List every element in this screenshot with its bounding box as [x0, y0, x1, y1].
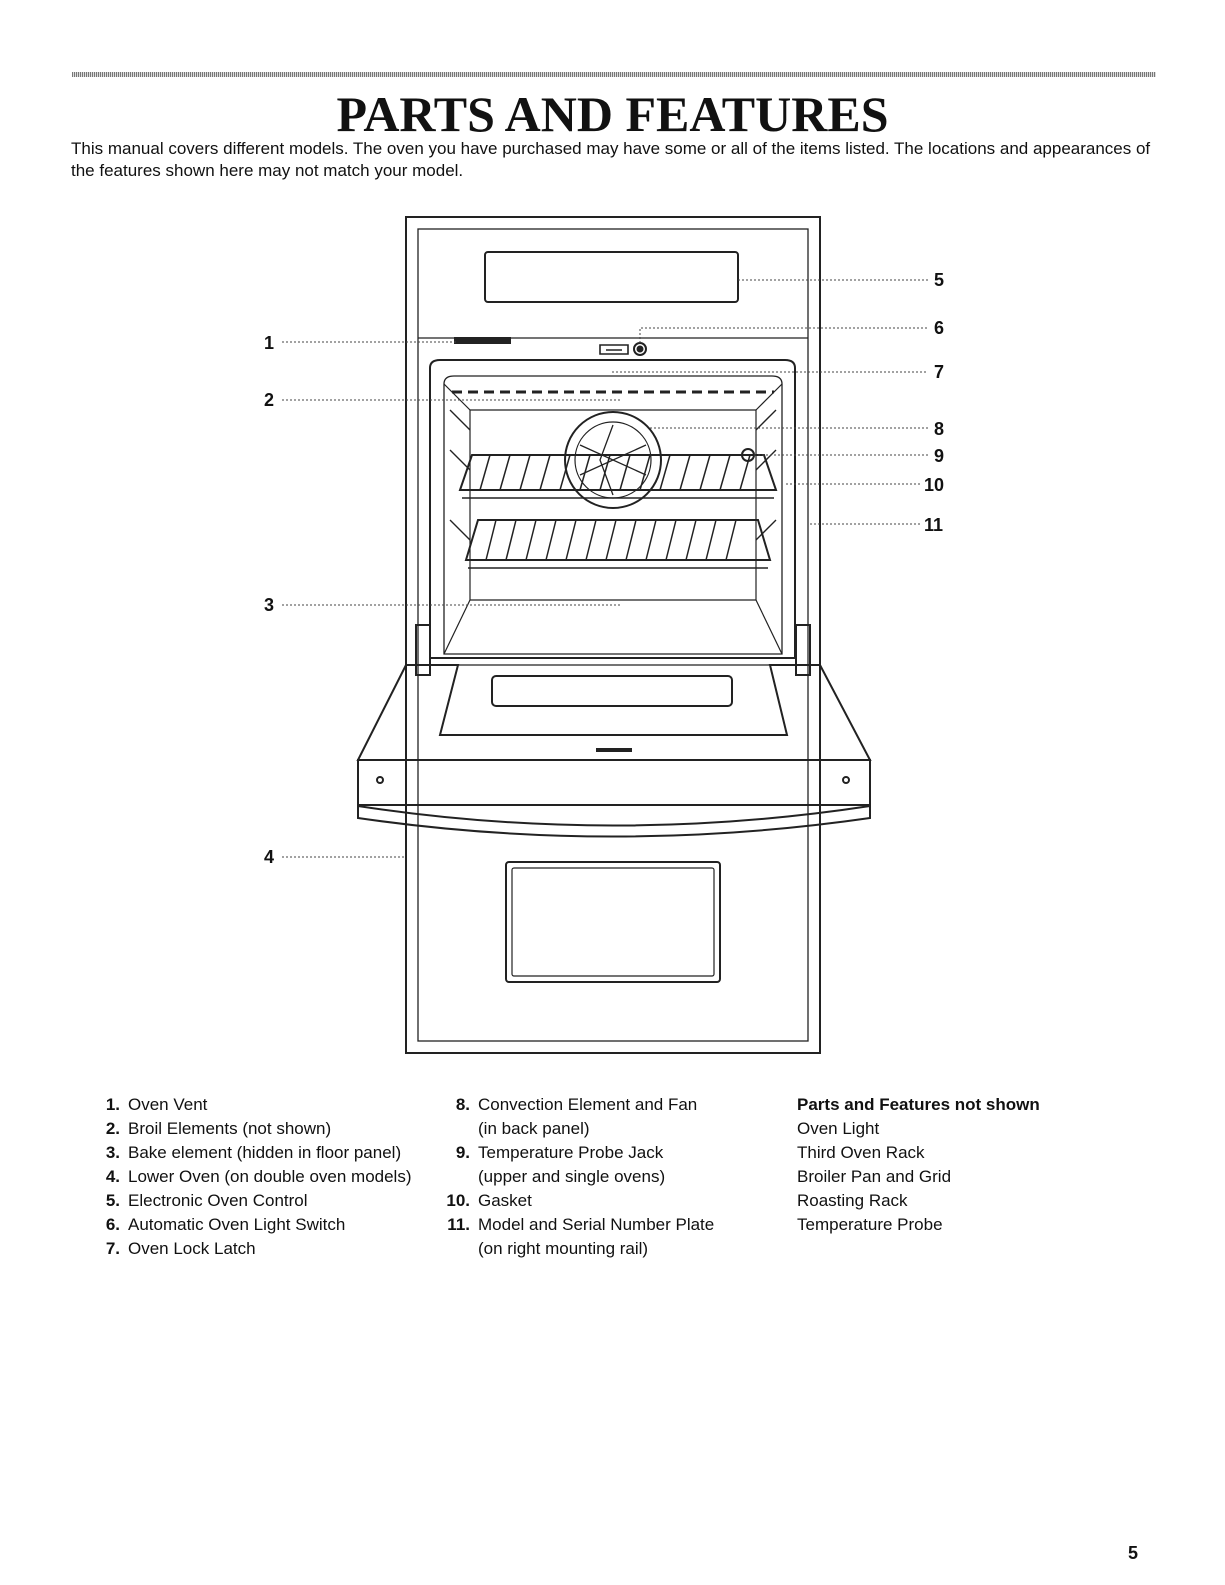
- page-title: PARTS AND FEATURES: [336, 86, 889, 142]
- callout-11: 11: [924, 515, 943, 535]
- list-item: 7.Oven Lock Latch: [105, 1239, 256, 1258]
- oven-diagram: 1 2 3 4 5 6 7 8 9 10 11: [264, 216, 944, 1054]
- mounting-rail-right: [795, 624, 811, 676]
- top-rule: [72, 72, 1156, 77]
- list-item: 10.Gasket: [446, 1191, 532, 1210]
- list-item: 1.Oven Vent: [105, 1095, 208, 1114]
- lower-oven-window: [505, 861, 721, 983]
- list-item: Roasting Rack: [797, 1191, 908, 1210]
- intro-text: This manual covers different models. The…: [71, 139, 1151, 180]
- list-item: Oven Light: [797, 1119, 880, 1138]
- list-item: 6.Automatic Oven Light Switch: [105, 1215, 346, 1234]
- callout-1: 1: [264, 333, 274, 353]
- door-window: [491, 675, 733, 707]
- not-shown-heading: Parts and Features not shown: [797, 1095, 1040, 1114]
- door-handle: [357, 804, 871, 838]
- list-item: 5.Electronic Oven Control: [105, 1191, 308, 1210]
- oven-cabinet: [405, 216, 821, 1054]
- open-door: [356, 664, 872, 761]
- list-item: Temperature Probe: [797, 1215, 943, 1234]
- page-number: 5: [1128, 1543, 1139, 1563]
- control-panel-display: [484, 251, 739, 303]
- callout-5: 5: [934, 270, 944, 290]
- lock-latch: [599, 344, 629, 355]
- list-item: 3.Bake element (hidden in floor panel): [105, 1143, 402, 1162]
- parts-list-column-1: 1.Oven Vent 2.Broil Elements (not shown)…: [80, 1093, 412, 1261]
- callout-4: 4: [264, 847, 274, 867]
- callout-9: 9: [934, 446, 944, 466]
- mounting-rail-left: [415, 624, 431, 676]
- oven-rack-upper: [458, 454, 778, 491]
- oven-vent: [454, 337, 511, 344]
- callout-6: 6: [934, 318, 944, 338]
- list-item: Broiler Pan and Grid: [797, 1167, 952, 1186]
- parts-list-column-2: 8.Convection Element and Fan(in back pan…: [430, 1093, 714, 1261]
- callout-7: 7: [934, 362, 944, 382]
- list-item: 11.Model and Serial Number Plate(on righ…: [447, 1215, 715, 1258]
- callout-10: 10: [924, 475, 944, 495]
- oven-rack-lower: [464, 519, 772, 561]
- rack-lower-bars: [468, 519, 768, 569]
- list-item: 9.Temperature Probe Jack(upper and singl…: [455, 1143, 666, 1186]
- list-item: 2.Broil Elements (not shown): [105, 1119, 332, 1138]
- list-item: 4.Lower Oven (on double oven models): [105, 1167, 412, 1186]
- oven-cabinet-inner: [417, 228, 809, 1042]
- callout-3: 3: [264, 595, 274, 615]
- callout-2: 2: [264, 390, 274, 410]
- rack-upper-bars: [462, 454, 774, 499]
- oven-cavity: [429, 359, 796, 659]
- door-panel: [357, 759, 871, 806]
- convection-fan: [564, 411, 662, 509]
- not-shown-column: Parts and Features not shown Oven Light …: [797, 1093, 1040, 1237]
- list-item: Third Oven Rack: [797, 1143, 925, 1162]
- list-item: 8.Convection Element and Fan(in back pan…: [455, 1095, 698, 1138]
- callout-8: 8: [934, 419, 944, 439]
